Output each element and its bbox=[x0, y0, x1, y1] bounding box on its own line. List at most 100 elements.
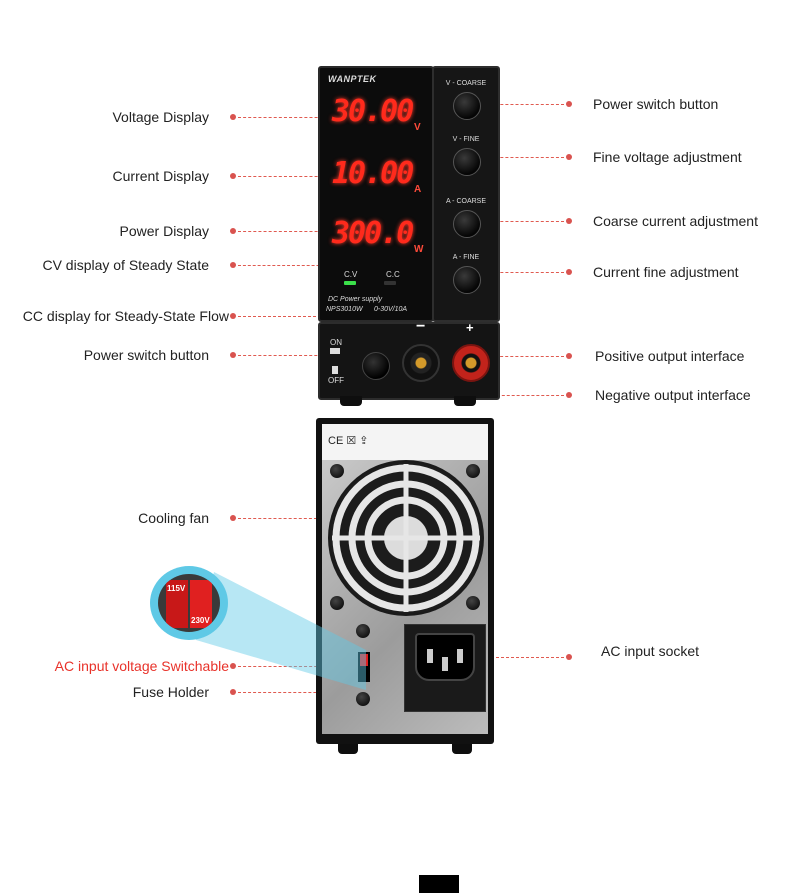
leader-line bbox=[238, 316, 386, 317]
brand-logo: WANPTEK bbox=[328, 74, 377, 84]
leader-line bbox=[238, 117, 338, 118]
callout-dot bbox=[230, 228, 236, 234]
callout-dot bbox=[230, 173, 236, 179]
callout-fuse-holder: Fuse Holder bbox=[132, 684, 209, 700]
switch-115-label: 115V bbox=[167, 584, 186, 593]
callout-power-switch-left: Power switch button bbox=[83, 347, 209, 363]
a-coarse-knob[interactable] bbox=[453, 210, 481, 238]
callout-negative-output: Negative output interface bbox=[595, 387, 751, 403]
callout-dot bbox=[230, 313, 236, 319]
a-fine-knob[interactable] bbox=[453, 266, 481, 294]
callout-ac-input-socket: AC input socket bbox=[601, 643, 700, 659]
voltage-switch-zoom: 115V 230V bbox=[150, 566, 228, 640]
foot bbox=[338, 744, 358, 754]
callout-dot bbox=[566, 353, 572, 359]
zoom-inner: 115V 230V bbox=[158, 574, 220, 632]
callout-dot bbox=[230, 515, 236, 521]
callout-power-switch-right: Power switch button bbox=[593, 96, 719, 112]
on-symbol-icon bbox=[330, 348, 340, 354]
callout-dot bbox=[230, 262, 236, 268]
callout-dot bbox=[230, 663, 236, 669]
screw bbox=[466, 596, 480, 610]
off-label: OFF bbox=[328, 376, 344, 385]
voltage-readout: 30.00 bbox=[332, 94, 414, 129]
callout-cooling-fan: Cooling fan bbox=[138, 510, 209, 526]
switch-115-panel: 115V bbox=[166, 580, 188, 628]
callout-dot bbox=[566, 654, 572, 660]
leader-line bbox=[238, 231, 338, 232]
callout-cv-display: CV display of Steady State bbox=[42, 257, 209, 273]
leader-line bbox=[238, 176, 338, 177]
switch-230-panel: 230V bbox=[190, 580, 212, 628]
voltage-selector-switch[interactable] bbox=[358, 652, 370, 682]
leader-line bbox=[238, 265, 344, 266]
power-supply-front: WANPTEK 30.00 V 10.00 A 300.0 W C.V C.C … bbox=[318, 66, 500, 406]
leader-line bbox=[470, 104, 564, 105]
negative-symbol: − bbox=[416, 318, 426, 335]
cv-led bbox=[344, 281, 356, 285]
power-supply-rear: CE ☒ ⇪ bbox=[316, 418, 494, 893]
power-switch-button[interactable] bbox=[362, 352, 390, 380]
foot bbox=[452, 744, 472, 754]
cc-indicator-label: C.C bbox=[386, 270, 400, 279]
screw bbox=[356, 692, 370, 706]
callout-fine-current: Current fine adjustment bbox=[593, 264, 739, 280]
voltage-unit: V bbox=[414, 122, 421, 133]
cooling-fan-icon bbox=[328, 460, 484, 616]
cc-led bbox=[384, 281, 396, 285]
current-readout: 10.00 bbox=[332, 156, 414, 191]
power-unit: W bbox=[414, 244, 424, 255]
leader-line bbox=[470, 157, 564, 158]
v-coarse-knob[interactable] bbox=[453, 92, 481, 120]
callout-current-display: Current Display bbox=[112, 168, 209, 184]
callout-dot bbox=[566, 154, 572, 160]
output-panel: ON OFF − + bbox=[318, 318, 500, 400]
callout-dot bbox=[230, 114, 236, 120]
leader-line bbox=[470, 221, 564, 222]
ac-input-socket[interactable] bbox=[404, 624, 486, 893]
current-unit: A bbox=[414, 184, 422, 195]
foot bbox=[340, 396, 362, 406]
v-fine-knob[interactable] bbox=[453, 148, 481, 176]
leader-line bbox=[238, 355, 358, 356]
screw bbox=[466, 464, 480, 478]
callout-dot bbox=[230, 689, 236, 695]
on-label: ON bbox=[330, 338, 342, 347]
fuse-holder[interactable] bbox=[419, 875, 459, 893]
cert-marks: CE ☒ ⇪ bbox=[328, 435, 369, 447]
voltage-selector-lever bbox=[360, 654, 368, 666]
leader-line bbox=[456, 657, 564, 658]
display-panel: WANPTEK 30.00 V 10.00 A 300.0 W C.V C.C … bbox=[318, 66, 434, 322]
plate-model: NPS3010W bbox=[326, 306, 363, 313]
knob-panel: V - COARSE V - FINE A - COARSE A - FINE bbox=[432, 66, 500, 322]
callout-fine-voltage: Fine voltage adjustment bbox=[593, 149, 742, 165]
leader-line bbox=[470, 272, 564, 273]
callout-dot bbox=[566, 392, 572, 398]
positive-terminal[interactable] bbox=[452, 344, 490, 382]
a-coarse-label: A - COARSE bbox=[445, 198, 487, 205]
callout-coarse-current: Coarse current adjustment bbox=[593, 213, 758, 229]
v-coarse-label: V - COARSE bbox=[445, 80, 487, 87]
screw bbox=[330, 464, 344, 478]
negative-terminal[interactable] bbox=[402, 344, 440, 382]
positive-symbol: + bbox=[466, 320, 474, 335]
v-fine-label: V - FINE bbox=[452, 136, 480, 143]
callout-dot bbox=[230, 352, 236, 358]
power-readout: 300.0 bbox=[332, 216, 414, 251]
screw bbox=[356, 624, 370, 638]
callout-dot bbox=[566, 101, 572, 107]
callout-cc-display: CC display for Steady-State Flow bbox=[22, 308, 229, 324]
off-symbol-icon bbox=[332, 366, 338, 374]
callout-power-display: Power Display bbox=[119, 223, 209, 239]
plate-title: DC Power supply bbox=[328, 296, 383, 303]
switch-230-label: 230V bbox=[191, 616, 210, 625]
rear-label-strip: CE ☒ ⇪ bbox=[322, 424, 488, 460]
callout-dot bbox=[566, 269, 572, 275]
iec-inlet bbox=[415, 633, 475, 681]
foot bbox=[454, 396, 476, 406]
callout-dot bbox=[566, 218, 572, 224]
leader-line bbox=[238, 666, 368, 667]
leader-line bbox=[490, 356, 564, 357]
callout-ac-voltage-switch: AC input voltage Switchable bbox=[54, 658, 229, 674]
callout-voltage-display: Voltage Display bbox=[112, 109, 209, 125]
